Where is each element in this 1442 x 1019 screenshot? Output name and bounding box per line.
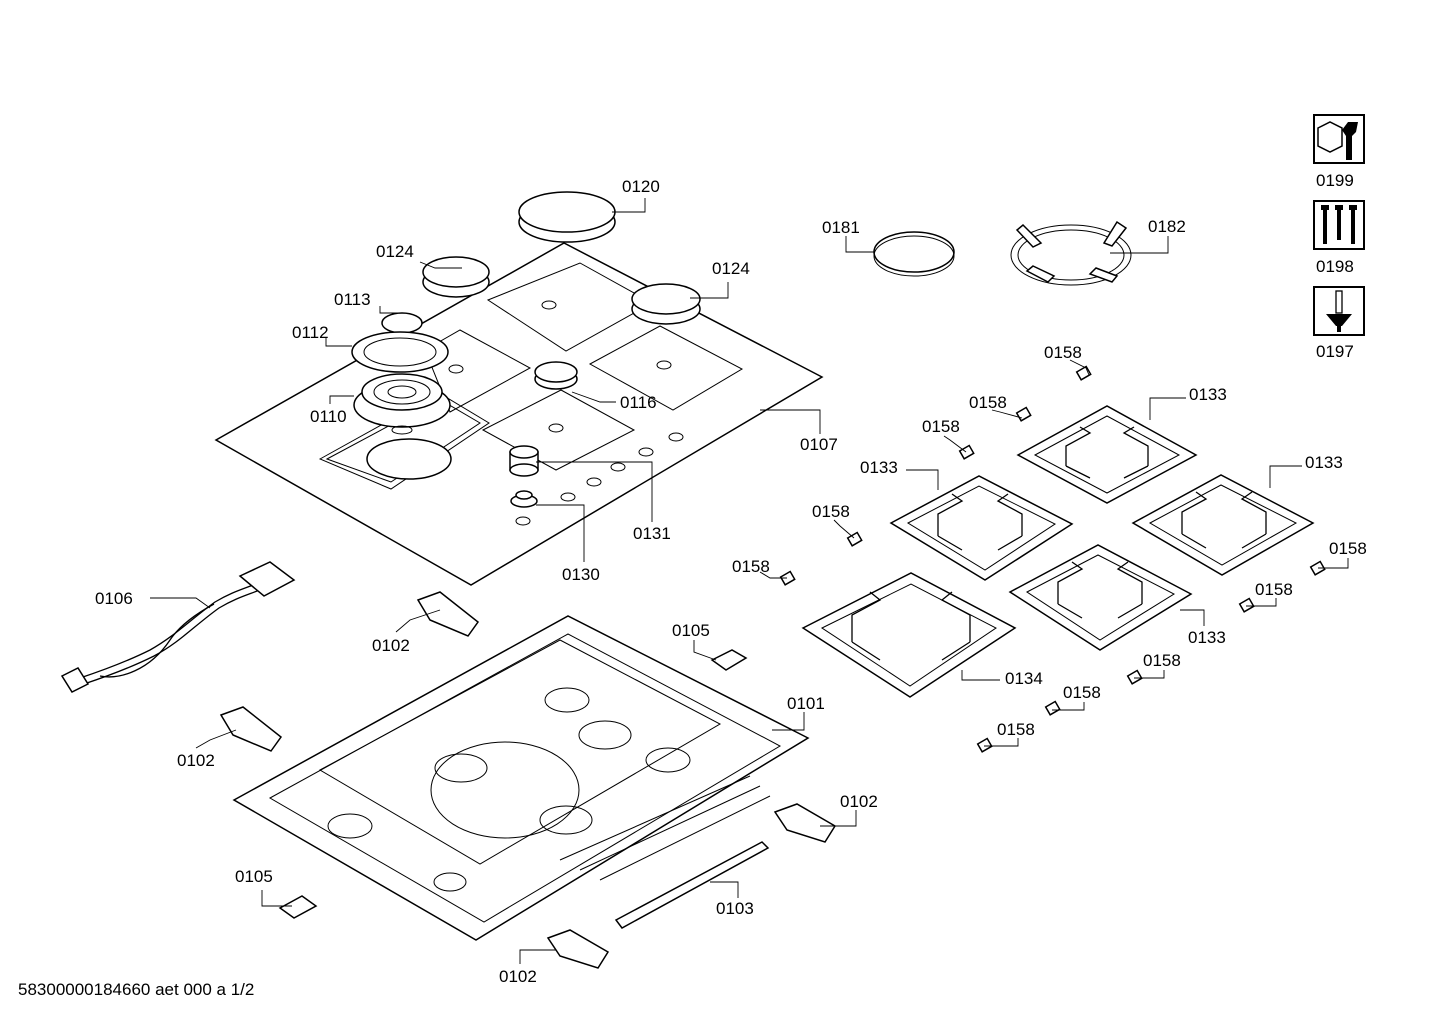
label-0158: 0158: [1143, 651, 1181, 670]
clip-part: [779, 365, 1326, 753]
label-0134: 0134: [1005, 669, 1043, 688]
label-0105: 0105: [235, 867, 273, 886]
screwdriver-icon: [1313, 286, 1365, 336]
burner-cap-aux: [534, 361, 578, 390]
trim-strip: [614, 841, 770, 929]
burner-cap-large: [518, 191, 616, 243]
label-0112: 0112: [292, 323, 329, 342]
burner-ring: [351, 331, 449, 373]
label-0102: 0102: [840, 792, 878, 811]
label-0181: 0181: [822, 218, 860, 237]
control-knob: [509, 445, 539, 477]
pan-support-front: [801, 572, 1017, 698]
label-0103: 0103: [716, 899, 754, 918]
label-0102: 0102: [372, 636, 410, 655]
label-0131: 0131: [633, 524, 671, 543]
label-0113: 0113: [334, 290, 371, 309]
bottom-tray: [232, 615, 810, 941]
service-wrench-icon: [1313, 114, 1365, 164]
burner-cap-small: [381, 312, 423, 334]
label-0124: 0124: [376, 242, 414, 261]
label-0158: 0158: [922, 417, 960, 436]
document-id-footer: 58300000184660 aet 000 a 1/2: [18, 980, 255, 999]
label-0199: 0199: [1316, 171, 1354, 190]
pan-support-top: [1016, 405, 1198, 504]
label-0158: 0158: [812, 502, 850, 521]
hob-top-plate: [214, 242, 824, 586]
label-0158: 0158: [1063, 683, 1101, 702]
label-0158: 0158: [1044, 343, 1082, 362]
label-0197: 0197: [1316, 342, 1354, 361]
knob-bezel: [510, 490, 538, 508]
part-labels: 0120 0124 0124 0113 0112 0110 0116 0107 …: [95, 171, 1367, 986]
screws-icon: [1313, 200, 1365, 250]
label-0116: 0116: [620, 393, 657, 412]
label-0158: 0158: [997, 720, 1035, 739]
pan-support-right: [1131, 474, 1315, 576]
label-0105: 0105: [672, 621, 710, 640]
leader-lines: [150, 198, 1349, 964]
label-0182: 0182: [1148, 217, 1186, 236]
pan-support-left: [889, 475, 1074, 581]
label-0110: 0110: [310, 407, 347, 426]
label-0133: 0133: [1305, 453, 1343, 472]
burner-base: [353, 373, 451, 435]
label-0158: 0158: [1255, 580, 1293, 599]
label-0106: 0106: [95, 589, 133, 608]
label-0124: 0124: [712, 259, 750, 278]
label-0130: 0130: [562, 565, 600, 584]
pan-support-bottom: [1008, 544, 1193, 651]
power-cable: [60, 561, 296, 693]
wok-ring-support: [1010, 220, 1132, 286]
burner-cap-medium-left: [422, 256, 490, 298]
label-0133: 0133: [860, 458, 898, 477]
label-0133: 0133: [1189, 385, 1227, 404]
label-0158: 0158: [969, 393, 1007, 412]
label-0158: 0158: [732, 557, 770, 576]
connector-part: [278, 649, 748, 919]
label-0102: 0102: [499, 967, 537, 986]
label-0107: 0107: [800, 435, 838, 454]
burner-cap-medium-right: [631, 283, 701, 325]
label-0120: 0120: [622, 177, 660, 196]
label-0158: 0158: [1329, 539, 1367, 558]
simmer-plate: [873, 231, 955, 277]
label-0102: 0102: [177, 751, 215, 770]
label-0133: 0133: [1188, 628, 1226, 647]
label-0101: 0101: [787, 694, 825, 713]
label-0198: 0198: [1316, 257, 1354, 276]
